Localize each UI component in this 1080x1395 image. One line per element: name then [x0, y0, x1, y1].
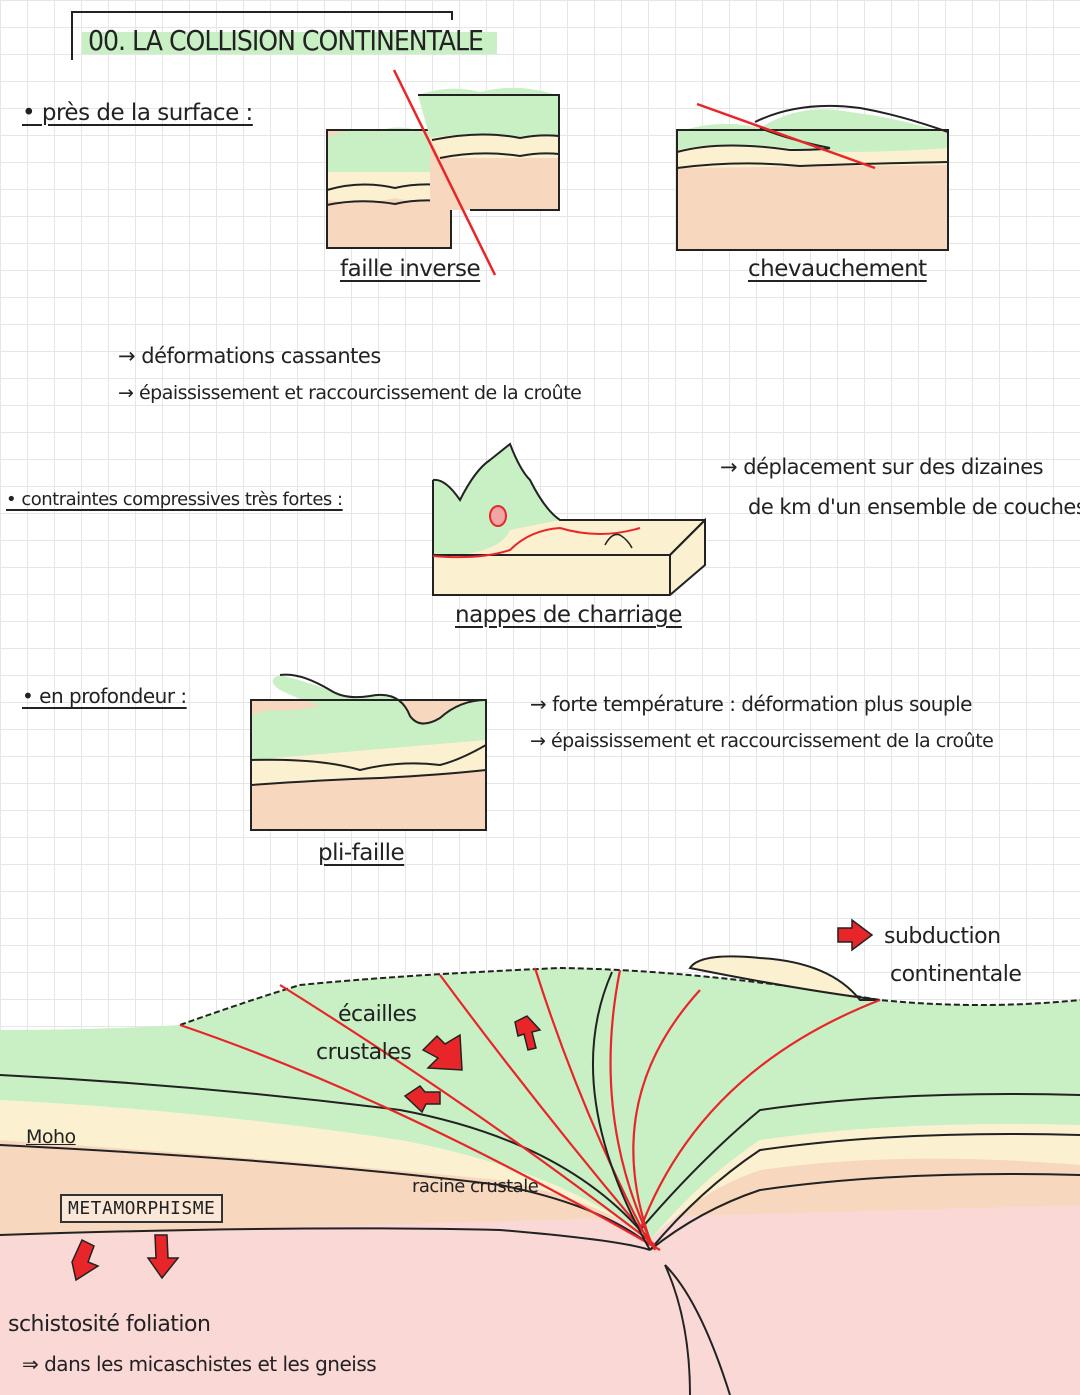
depth-note-1: → forte température : déformation plus s… [530, 692, 972, 716]
nappes-caption: nappes de charriage [455, 602, 682, 628]
subduction-label-1: subduction [884, 924, 1001, 949]
subduction-label-2: continentale [890, 962, 1022, 987]
faille-inverse-caption: faille inverse [340, 256, 481, 282]
pli-faille-caption: pli-faille [318, 840, 405, 866]
racine-label: racine crustale [412, 1176, 539, 1197]
compressive-note-1: → déplacement sur des dizaines [720, 455, 1044, 479]
surface-note-1: → déformations cassantes [118, 344, 381, 368]
page-title: 00. LA COLLISION CONTINENTALE [82, 22, 497, 59]
faille-inverse-diagram [326, 69, 560, 276]
ecailles-label-2: crustales [316, 1040, 412, 1065]
compressive-note-2: de km d'un ensemble de couches [748, 495, 1080, 519]
chevauchement-caption: chevauchement [748, 256, 927, 282]
depth-label: • en profondeur : [22, 684, 187, 708]
chevauchement-diagram [676, 102, 949, 251]
surface-label: • près de la surface : [22, 100, 253, 126]
schistosite-label: schistosité foliation [8, 1312, 211, 1337]
ecailles-label-1: écailles [338, 1002, 417, 1027]
nappes-diagram [432, 442, 706, 596]
cross-section-diagram [0, 918, 1080, 1395]
compressive-label: • contraintes compressives très fortes : [6, 489, 343, 510]
depth-note-2: → épaississement et raccourcissement de … [530, 730, 994, 752]
pli-faille-diagram [250, 673, 487, 831]
metamorphisme-box: METAMORPHISME [60, 1194, 224, 1223]
moho-label: Moho [26, 1126, 76, 1148]
title-bracket [71, 11, 453, 60]
surface-note-2: → épaississement et raccourcissement de … [118, 382, 582, 404]
gneiss-label: ⇒ dans les micaschistes et les gneiss [22, 1352, 377, 1376]
